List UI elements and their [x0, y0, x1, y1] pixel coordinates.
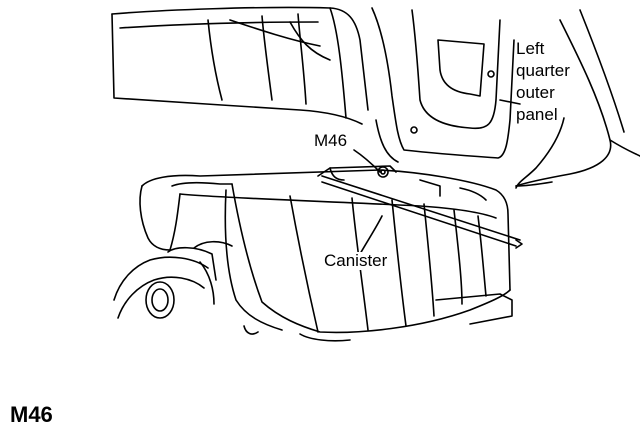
mounting-rod: [321, 175, 523, 249]
fastener-label: M46: [314, 131, 348, 150]
vehicle-body-structure: [111, 6, 369, 125]
canister-label: Canister: [322, 251, 390, 270]
figure-code: M46: [10, 402, 53, 427]
leader-lines: [353, 117, 565, 255]
quarter-panel-outline: [371, 7, 640, 187]
quarter-panel-label: Left quarter outer panel: [516, 39, 570, 124]
vent-hose: [113, 240, 233, 319]
canister-body: [139, 165, 513, 342]
